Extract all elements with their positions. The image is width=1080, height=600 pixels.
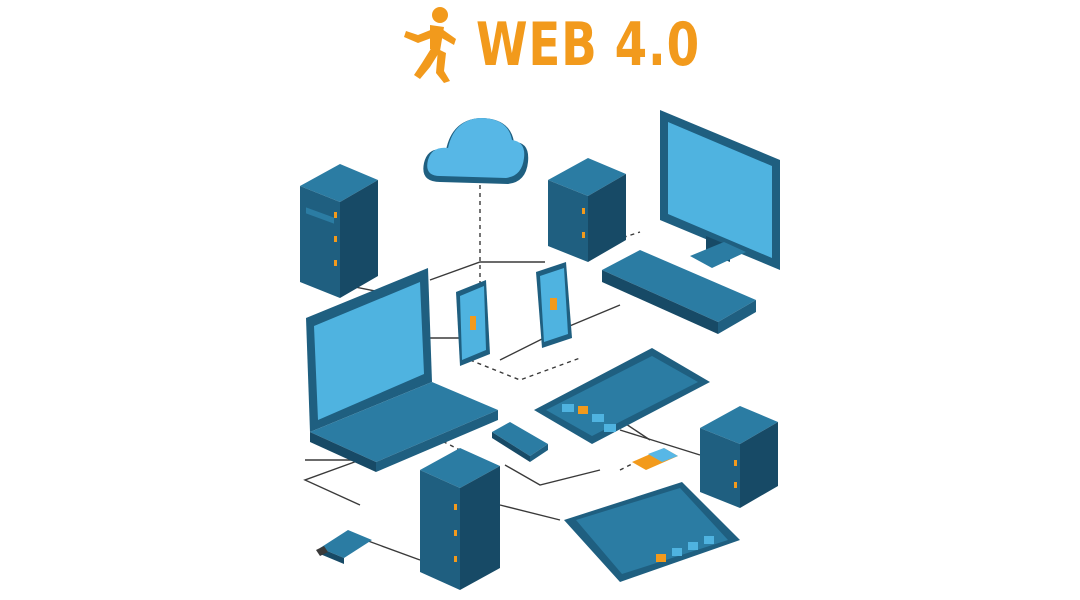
keyboard-icon bbox=[602, 250, 756, 334]
server-icon bbox=[300, 164, 378, 298]
title-block: WEB 4.0 bbox=[400, 2, 763, 88]
server-icon bbox=[548, 158, 626, 262]
connector-tablet-server-right bbox=[619, 429, 701, 456]
monitor-icon bbox=[660, 110, 780, 270]
page-title: WEB 4.0 bbox=[476, 10, 700, 80]
tablet-icon bbox=[534, 348, 710, 444]
server-icon bbox=[420, 448, 500, 590]
usb-drive-icon bbox=[492, 422, 548, 462]
phone-icon bbox=[536, 262, 572, 348]
connector-hub-left bbox=[429, 261, 545, 281]
laptop-icon bbox=[306, 268, 498, 472]
cloud-icon bbox=[423, 118, 529, 184]
server-icon bbox=[700, 406, 778, 508]
usb-drive-icon bbox=[316, 530, 372, 564]
connector-laptop-bottom bbox=[303, 459, 361, 506]
connector-bottom-usb bbox=[359, 537, 421, 561]
connector-server-keyboard bbox=[599, 231, 641, 246]
tablet-icon bbox=[564, 482, 740, 582]
connector-usb-server-bottom bbox=[504, 464, 601, 486]
memory-card-icon bbox=[632, 448, 678, 470]
connector-server-bottom-tablet bbox=[499, 504, 561, 521]
running-person-icon bbox=[404, 7, 456, 83]
phone-icon bbox=[456, 280, 490, 366]
connector-phone-tablet bbox=[469, 357, 581, 381]
